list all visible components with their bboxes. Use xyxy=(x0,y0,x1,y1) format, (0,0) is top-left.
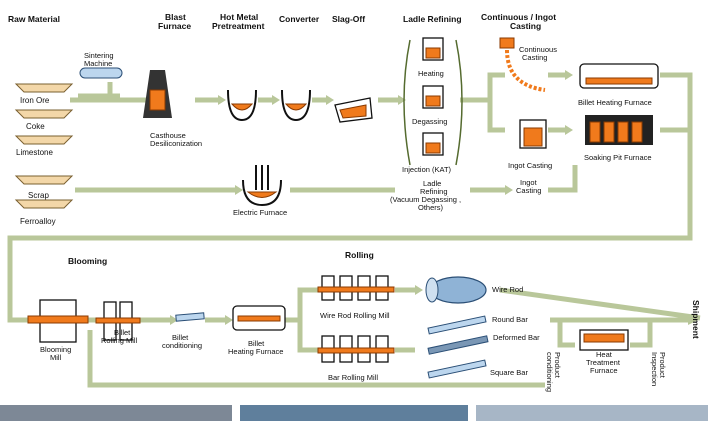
ingot-casting-top xyxy=(519,119,547,149)
billet-heating-furnace-low xyxy=(232,305,286,331)
wire-rod-coil xyxy=(425,276,487,304)
label-soaking-pit: Soaking Pit Furnace xyxy=(584,153,652,162)
label-wire-rod: Wire Rod xyxy=(492,285,523,294)
blast-furnace xyxy=(143,70,172,118)
header-ladle-refining: Ladle Refining xyxy=(403,14,462,24)
label-coke: Coke xyxy=(26,122,45,131)
sintering-machine xyxy=(79,67,123,79)
label-product-conditioning: Productconditioning xyxy=(545,352,562,392)
billet-heating-furnace-top xyxy=(579,63,659,89)
label-electric-furnace: Electric Furnace xyxy=(233,208,287,217)
header-blooming: Blooming xyxy=(68,256,107,266)
photo-strip-right xyxy=(476,405,708,421)
label-degassing: Degassing xyxy=(412,117,447,126)
photo-strip-left xyxy=(0,405,232,421)
ferroalloy-pile xyxy=(14,199,74,209)
header-raw-material: Raw Material xyxy=(8,14,60,24)
header-rolling: Rolling xyxy=(345,250,374,260)
label-ingot-casting-top: Ingot Casting xyxy=(508,161,552,170)
label-scrap: Scrap xyxy=(28,191,49,200)
heat-treatment-furnace xyxy=(579,329,629,351)
continuous-caster xyxy=(499,37,546,92)
label-round-bar: Round Bar xyxy=(492,315,528,324)
photo-strip-middle xyxy=(240,405,468,421)
label-bar-rolling-mill: Bar Rolling Mill xyxy=(328,373,378,382)
label-deformed-bar: Deformed Bar xyxy=(493,333,540,342)
square-bar xyxy=(427,359,487,379)
wire-rod-rolling-mill xyxy=(317,275,395,301)
label-product-inspection: ProductInspection xyxy=(650,352,667,386)
coke-pile xyxy=(14,109,74,119)
label-heating: Heating xyxy=(418,69,444,78)
round-bar xyxy=(427,315,487,335)
iron-ore-pile xyxy=(14,83,74,93)
label-wire-rod-rolling-mill: Wire Rod Rolling Mill xyxy=(320,311,390,320)
limestone-pile xyxy=(14,135,74,145)
flow-lines xyxy=(7,70,701,388)
header-slag-off: Slag-Off xyxy=(332,14,365,24)
ladle-refining-bracket xyxy=(403,37,463,166)
deformed-bar xyxy=(427,335,489,355)
billet-rolling-mill xyxy=(95,301,141,341)
label-billet-heating-top: Billet Heating Furnace xyxy=(578,98,652,107)
label-square-bar: Square Bar xyxy=(490,368,528,377)
slag-off-ladle xyxy=(334,97,373,123)
label-injection: Injection (KAT) xyxy=(402,165,452,174)
bar-rolling-mill xyxy=(317,335,395,363)
label-iron-ore: Iron Ore xyxy=(20,96,50,105)
label-shipment: Shipment xyxy=(691,300,701,339)
header-converter: Converter xyxy=(279,14,320,24)
billet-bar xyxy=(175,312,205,322)
soaking-pit-furnace xyxy=(585,115,653,145)
pretreatment-ladle xyxy=(227,89,257,122)
blooming-mill xyxy=(27,299,89,343)
scrap-pile xyxy=(14,175,74,185)
label-ferroalloy: Ferroalloy xyxy=(20,217,56,226)
label-limestone: Limestone xyxy=(16,148,53,157)
converter-vessel xyxy=(281,89,311,122)
electric-furnace xyxy=(242,165,282,207)
